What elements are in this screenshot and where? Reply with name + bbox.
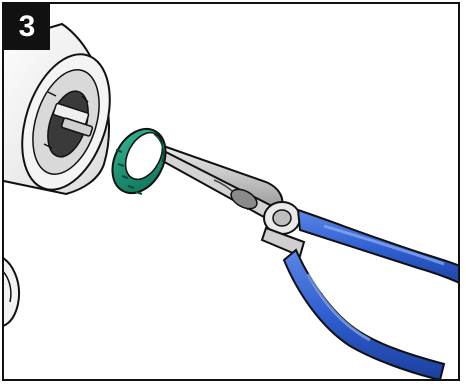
- step-panel: 3: [2, 2, 460, 381]
- retaining-nut: [111, 127, 167, 195]
- cartridge-housing: [4, 22, 111, 196]
- needle-nose-pliers: [148, 140, 458, 379]
- installation-illustration: [4, 22, 458, 379]
- faucet-base: [4, 257, 20, 327]
- step-number-badge: 3: [4, 4, 50, 50]
